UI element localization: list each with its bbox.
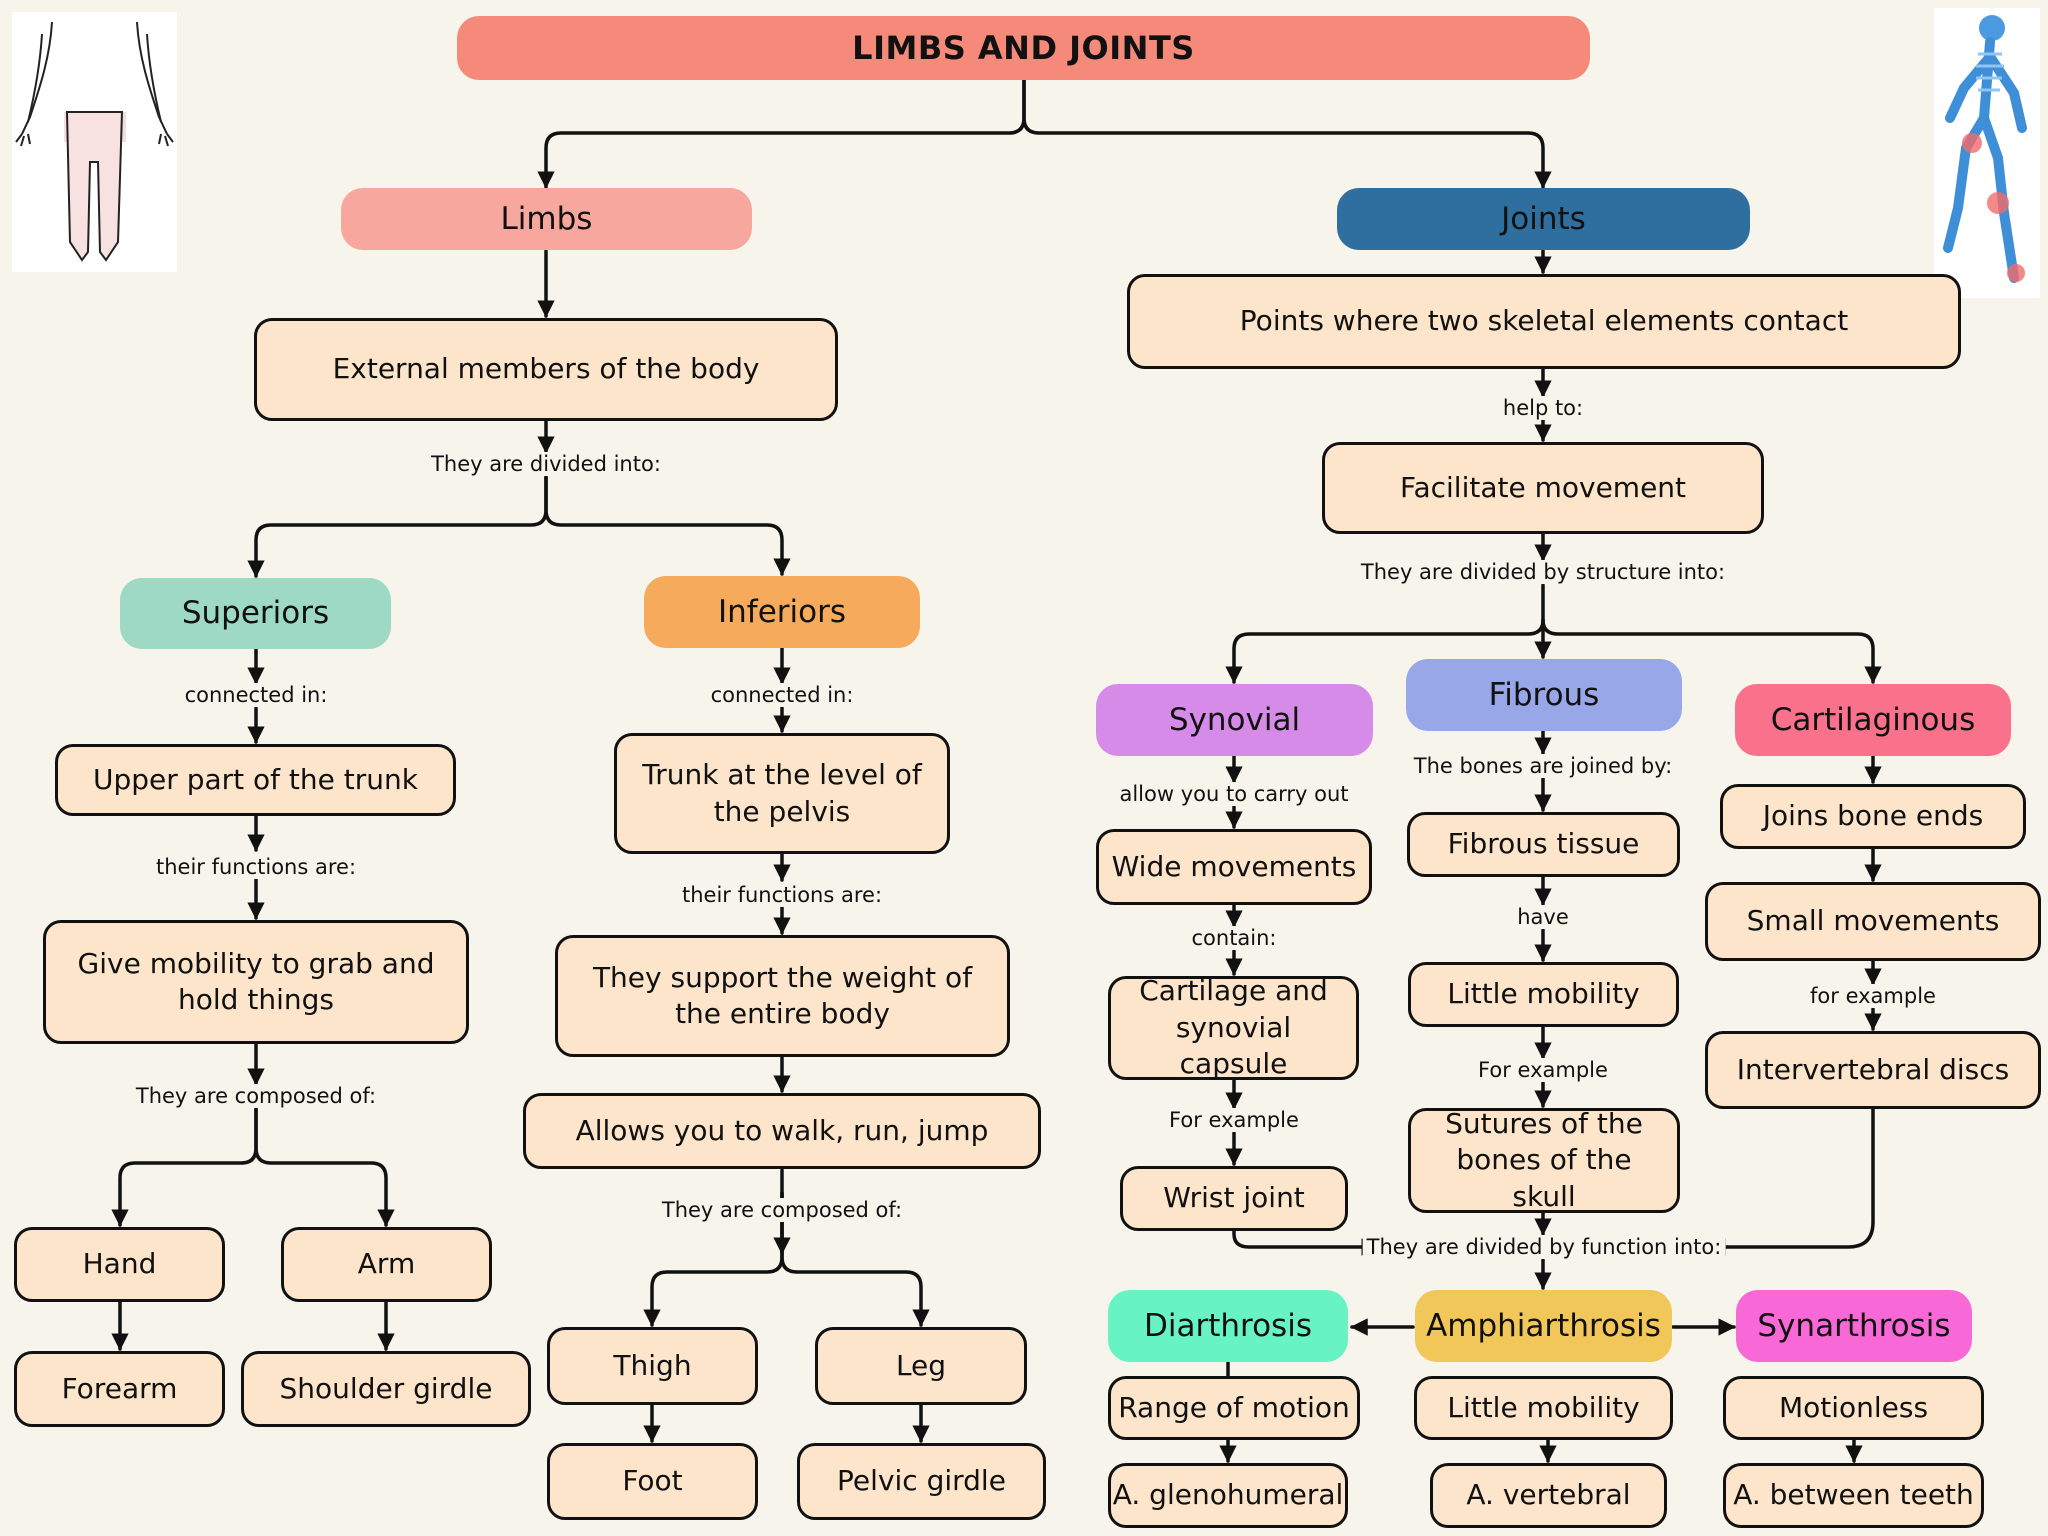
human-body-outline-icon: [12, 12, 177, 272]
superiors-functions-label: their functions are:: [151, 855, 361, 879]
superiors-connected-label: connected in:: [180, 683, 332, 707]
structure-label: They are divided by structure into:: [1356, 560, 1730, 584]
thigh-box: Thigh: [547, 1327, 758, 1405]
fibrous-little-mobility-box: Little mobility: [1408, 962, 1679, 1027]
small-movements-box: Small movements: [1705, 882, 2041, 961]
skeleton-runner-icon: [1934, 8, 2040, 298]
pelvic-girdle-box: Pelvic girdle: [797, 1443, 1046, 1520]
inferiors-connected-label: connected in:: [706, 683, 858, 707]
inferiors-composed-label: They are composed of:: [657, 1198, 907, 1222]
inferiors-function-box: They support the weight of the entire bo…: [555, 935, 1010, 1057]
synovial-label3: For example: [1165, 1108, 1303, 1132]
synarthrosis-heading: Synarthrosis: [1736, 1290, 1972, 1362]
superiors-connected-box: Upper part of the trunk: [55, 744, 456, 816]
limbs-definition-box: External members of the body: [254, 318, 838, 421]
shoulder-girdle-box: Shoulder girdle: [241, 1351, 531, 1427]
cartilage-capsule-box: Cartilage and synovial capsule: [1108, 974, 1359, 1080]
joints-definition-box: Points where two skeletal elements conta…: [1127, 274, 1961, 369]
inferiors-function2-box: Allows you to walk, run, jump: [523, 1093, 1041, 1169]
skull-sutures-box: Sutures of the bones of the skull: [1408, 1107, 1680, 1213]
glenohumeral-box: A. glenohumeral: [1108, 1463, 1348, 1528]
limbs-heading: Limbs: [341, 188, 752, 250]
inferiors-functions-label: their functions are:: [677, 883, 887, 907]
fibrous-tissue-box: Fibrous tissue: [1407, 812, 1680, 877]
amphiarthrosis-little-mobility-box: Little mobility: [1414, 1376, 1673, 1440]
superiors-composed-label: They are composed of:: [131, 1084, 381, 1108]
hand-box: Hand: [14, 1227, 225, 1302]
synovial-heading: Synovial: [1096, 684, 1373, 756]
inferiors-connected-box: Trunk at the level of the pelvis: [614, 733, 950, 854]
arm-box: Arm: [281, 1227, 492, 1302]
superiors-function-box: Give mobility to grab and hold things: [43, 920, 469, 1044]
facilitate-movement-box: Facilitate movement: [1322, 442, 1764, 534]
joins-bone-ends-box: Joins bone ends: [1720, 784, 2026, 849]
cartilaginous-label3: for example: [1806, 984, 1940, 1008]
cartilaginous-heading: Cartilaginous: [1735, 684, 2011, 756]
joints-help-label: help to:: [1498, 396, 1588, 420]
fibrous-label3: For example: [1474, 1058, 1612, 1082]
motionless-box: Motionless: [1723, 1376, 1984, 1440]
fibrous-label1: The bones are joined by:: [1409, 754, 1677, 778]
synovial-label2: contain:: [1187, 926, 1281, 950]
wide-movements-box: Wide movements: [1096, 829, 1372, 905]
amphiarthrosis-heading: Amphiarthrosis: [1415, 1290, 1672, 1362]
foot-box: Foot: [547, 1443, 758, 1520]
wrist-joint-box: Wrist joint: [1120, 1166, 1348, 1231]
between-teeth-box: A. between teeth: [1723, 1463, 1984, 1528]
limbs-divided-label: They are divided into:: [427, 452, 665, 476]
vertebral-box: A. vertebral: [1430, 1463, 1667, 1528]
fibrous-label2: have: [1513, 905, 1573, 929]
forearm-box: Forearm: [14, 1351, 225, 1427]
page-title: LIMBS AND JOINTS: [457, 16, 1590, 80]
range-of-motion-box: Range of motion: [1108, 1376, 1360, 1440]
synovial-label1: allow you to carry out: [1115, 782, 1353, 806]
superiors-heading: Superiors: [120, 578, 391, 649]
diarthrosis-heading: Diarthrosis: [1108, 1290, 1348, 1362]
function-label: They are divided by function into:: [1362, 1235, 1726, 1259]
inferiors-heading: Inferiors: [644, 576, 920, 648]
leg-box: Leg: [815, 1327, 1027, 1405]
joints-heading: Joints: [1337, 188, 1750, 250]
intervertebral-discs-box: Intervertebral discs: [1705, 1031, 2041, 1109]
fibrous-heading: Fibrous: [1406, 659, 1682, 731]
